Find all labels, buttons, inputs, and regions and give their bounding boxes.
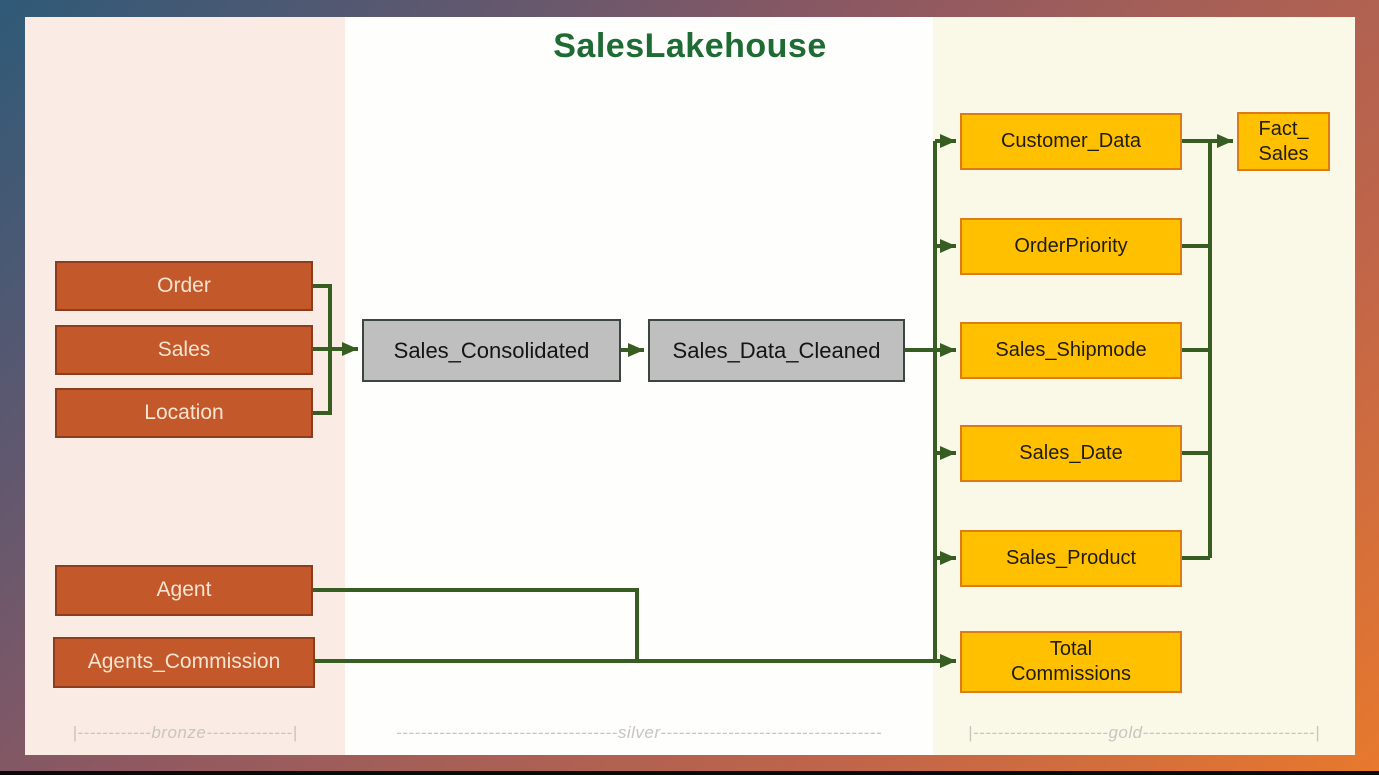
node-location: Location	[55, 388, 313, 438]
node-order: Order	[55, 261, 313, 311]
node-sales-consolidated: Sales_Consolidated	[362, 319, 621, 382]
node-sales-data-cleaned: Sales_Data_Cleaned	[648, 319, 905, 382]
node-agent: Agent	[55, 565, 313, 616]
node-sales-date: Sales_Date	[960, 425, 1182, 482]
zone-bronze-background	[25, 17, 345, 755]
zone-label-gold: |----------------------gold-------------…	[967, 723, 1321, 742]
zone-silver-background	[345, 17, 933, 755]
node-orderpriority: OrderPriority	[960, 218, 1182, 275]
node-customer-data: Customer_Data	[960, 113, 1182, 170]
zone-label-bronze: |------------bronze--------------|	[72, 723, 298, 742]
bottom-letterbox-strip	[0, 771, 1379, 775]
node-sales-product: Sales_Product	[960, 530, 1182, 587]
node-total-commissions: Total Commissions	[960, 631, 1182, 693]
node-sales-shipmode: Sales_Shipmode	[960, 322, 1182, 379]
node-fact-sales: Fact_ Sales	[1237, 112, 1330, 171]
zone-label-silver: ------------------------------------silv…	[396, 723, 882, 742]
diagram-title: SalesLakehouse	[553, 27, 827, 65]
node-sales: Sales	[55, 325, 313, 375]
node-agents-commission: Agents_Commission	[53, 637, 315, 688]
